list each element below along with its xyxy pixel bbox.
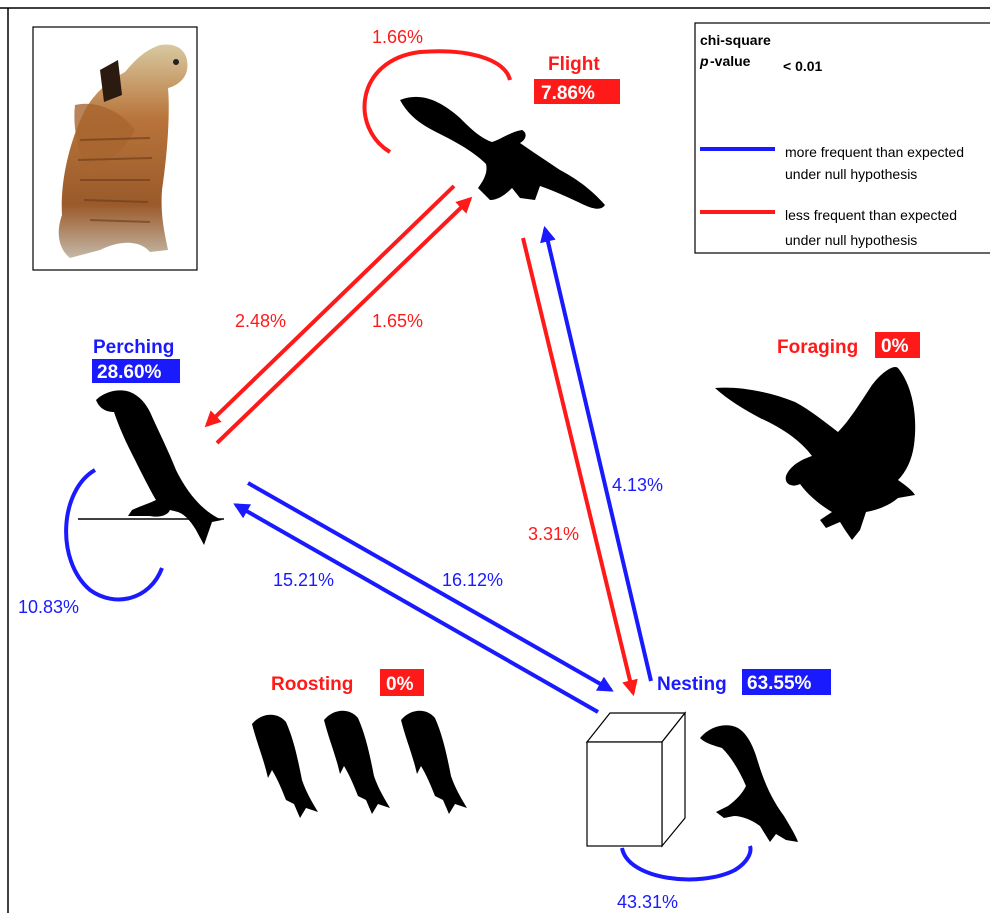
legend-p-italic: p bbox=[699, 53, 709, 69]
foraging-node: Foraging 0% bbox=[715, 332, 920, 540]
arrow-nesting-to-flight bbox=[545, 229, 651, 681]
legend-blue-line2: under null hypothesis bbox=[785, 166, 917, 182]
flight-to-nesting-pct: 3.31% bbox=[528, 524, 579, 544]
legend-p-value: < 0.01 bbox=[783, 58, 823, 74]
nesting-to-perching-pct: 15.21% bbox=[273, 570, 334, 590]
roosting-label: Roosting bbox=[271, 674, 353, 695]
arrow-flight-to-perching bbox=[207, 186, 454, 425]
perching-bird-icon bbox=[96, 390, 222, 545]
flight-self-loop bbox=[365, 51, 510, 152]
nesting-bird-icon bbox=[700, 725, 798, 842]
nest-box-icon bbox=[587, 713, 685, 846]
legend-red-line2: under null hypothesis bbox=[785, 232, 917, 248]
legend-title: chi-square bbox=[700, 32, 771, 48]
perching-self-loop bbox=[66, 470, 162, 599]
flying-bird-icon bbox=[400, 97, 605, 209]
roosting-birds-icon bbox=[252, 711, 467, 818]
foraging-value: 0% bbox=[881, 336, 909, 357]
nesting-label: Nesting bbox=[657, 674, 727, 695]
legend: chi-square p -value < 0.01 more frequent… bbox=[695, 23, 990, 253]
flight-value: 7.86% bbox=[541, 83, 595, 104]
foraging-label: Foraging bbox=[777, 337, 858, 358]
nesting-self-loop bbox=[622, 846, 750, 879]
flight-self-pct: 1.66% bbox=[372, 27, 423, 47]
nesting-to-flight-pct: 4.13% bbox=[612, 475, 663, 495]
nesting-self-pct: 43.31% bbox=[617, 892, 678, 912]
legend-red-line1: less frequent than expected bbox=[785, 207, 957, 223]
flight-label: Flight bbox=[548, 54, 600, 75]
nesting-value: 63.55% bbox=[747, 673, 812, 694]
perching-to-nesting-pct: 16.12% bbox=[442, 570, 503, 590]
kestrel-photo bbox=[33, 27, 197, 270]
perching-label: Perching bbox=[93, 337, 174, 358]
roosting-node: Roosting 0% bbox=[252, 669, 467, 818]
nesting-node: Nesting 63.55% bbox=[587, 669, 831, 846]
arrow-flight-to-nesting bbox=[523, 238, 633, 693]
foraging-bird-icon bbox=[715, 367, 915, 540]
roosting-value: 0% bbox=[386, 674, 414, 695]
perching-node: Perching 28.60% bbox=[78, 337, 224, 545]
legend-blue-line1: more frequent than expected bbox=[785, 144, 964, 160]
perching-to-flight-pct: 1.65% bbox=[372, 311, 423, 331]
perching-value: 28.60% bbox=[97, 362, 162, 383]
perching-self-pct: 10.83% bbox=[18, 597, 79, 617]
legend-p-rest: -value bbox=[710, 53, 751, 69]
flight-to-perching-pct: 2.48% bbox=[235, 311, 286, 331]
